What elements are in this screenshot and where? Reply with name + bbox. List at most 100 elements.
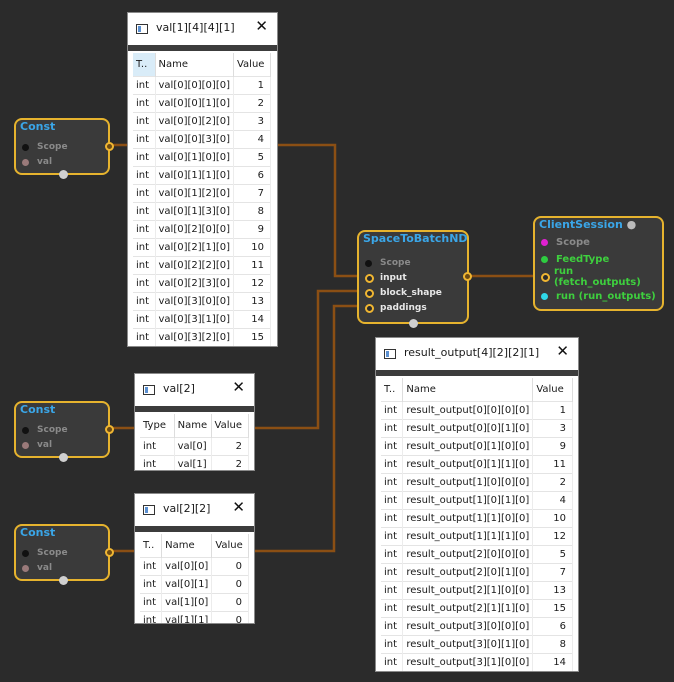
column-header[interactable]: Value — [211, 534, 249, 558]
name-cell: val[0][1][3][0] — [155, 202, 234, 221]
close-icon[interactable]: ✕ — [232, 378, 245, 396]
column-header[interactable]: T.. — [133, 53, 156, 77]
type-cell: int — [133, 76, 156, 95]
feed-type-pin[interactable]: FeedType — [541, 252, 609, 266]
type-cell: int — [381, 455, 404, 474]
bottom-handle[interactable] — [409, 319, 418, 328]
const-node[interactable]: Const Scope val — [14, 401, 114, 462]
name-cell: result_output[0][0][1][0] — [402, 419, 534, 438]
fetch-outputs-pin[interactable]: run (fetch_outputs) — [541, 266, 662, 288]
column-header[interactable]: Name — [402, 378, 534, 402]
panel-header[interactable]: val[2][2] ✕ — [135, 494, 254, 526]
val-pin[interactable]: val — [22, 438, 52, 452]
type-cell: int — [381, 653, 404, 671]
panel-toolbar — [135, 406, 254, 412]
close-icon[interactable]: ✕ — [556, 342, 569, 360]
const-node[interactable]: Const Scope val — [14, 524, 114, 585]
column-header[interactable]: Name — [174, 414, 212, 438]
column-header[interactable]: Name — [155, 53, 234, 77]
column-header[interactable]: Value — [532, 378, 573, 402]
panel-header[interactable]: result_output[4][2][2][1] ✕ — [376, 338, 578, 370]
bottom-handle[interactable] — [59, 576, 68, 585]
bottom-handle[interactable] — [59, 453, 68, 462]
column-header[interactable]: Value — [211, 414, 250, 438]
output-pin[interactable] — [105, 142, 114, 151]
scope-pin[interactable]: Scope — [541, 235, 590, 249]
name-cell: result_output[3][0][1][0] — [402, 635, 534, 654]
run-outputs-pin[interactable]: run (run_outputs) — [541, 289, 656, 303]
name-cell: val[0][0][1][0] — [155, 94, 234, 113]
block-shape-pin[interactable]: block_shape — [365, 286, 442, 300]
scope-pin[interactable]: Scope — [22, 423, 68, 437]
column-header[interactable]: Value — [233, 53, 271, 77]
output-pin[interactable] — [463, 272, 472, 281]
bottom-handle[interactable] — [59, 170, 68, 179]
output-pin[interactable] — [105, 548, 114, 557]
type-cell: int — [140, 575, 163, 594]
scope-pin[interactable]: Scope — [22, 546, 68, 560]
panel-header[interactable]: val[1][4][4][1] ✕ — [128, 13, 277, 45]
type-cell: int — [381, 672, 403, 673]
val-pin[interactable]: val — [22, 561, 52, 575]
column-header[interactable]: T.. — [381, 378, 404, 402]
panel-header[interactable]: val[2] ✕ — [135, 374, 254, 406]
paddings-pin[interactable]: paddings — [365, 301, 427, 315]
input-pin[interactable]: input — [365, 271, 407, 285]
const-node[interactable]: Const Scope val — [14, 118, 114, 179]
type-cell: int — [381, 419, 404, 438]
close-icon[interactable]: ✕ — [232, 498, 245, 516]
type-cell: int — [133, 328, 156, 346]
value-cell: 16 — [233, 347, 270, 348]
close-icon[interactable]: ✕ — [255, 17, 268, 35]
column-header[interactable]: Type — [140, 414, 175, 438]
val-pin[interactable]: val — [22, 155, 52, 169]
scope-pin[interactable]: Scope — [365, 256, 411, 270]
column-header[interactable]: T.. — [140, 534, 163, 558]
client-session-node[interactable]: ClientSession ● Scope FeedType run (fetc… — [533, 216, 664, 311]
column-header[interactable]: Name — [161, 534, 213, 558]
scope-pin[interactable]: Scope — [22, 140, 68, 154]
value-cell: 1 — [233, 76, 271, 95]
output-pin[interactable] — [105, 425, 114, 434]
space-to-batch-node[interactable]: SpaceToBatchND Scope input block_shape p… — [357, 230, 472, 328]
